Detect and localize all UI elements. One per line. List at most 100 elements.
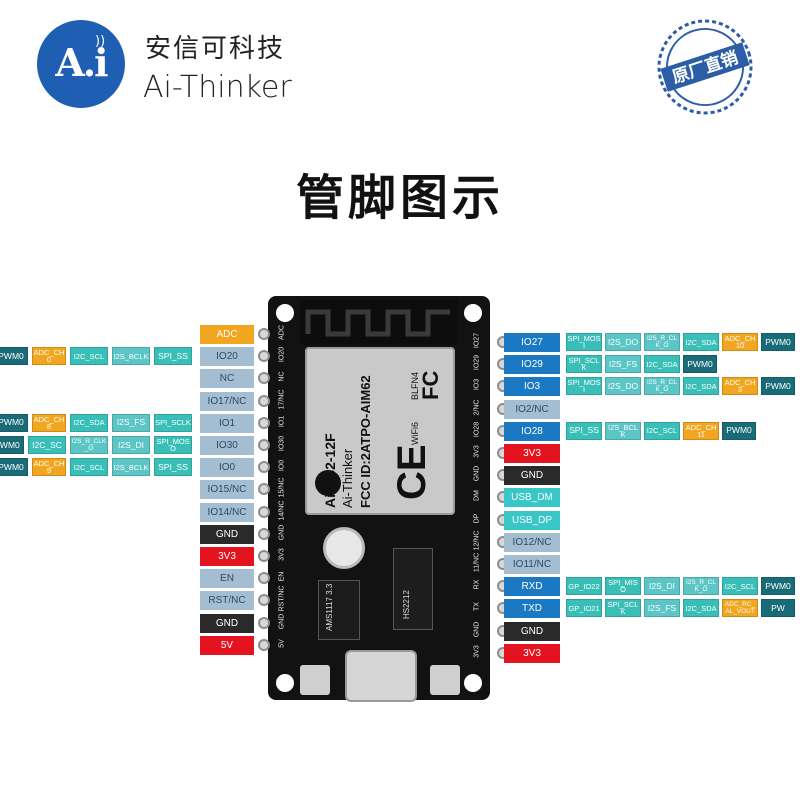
function-chip: SPI_MOSO xyxy=(154,436,192,454)
usb-uart-label: HS2212 xyxy=(402,590,411,619)
chip-label: I2C_SCL xyxy=(646,426,678,436)
chip-label: PWM0 xyxy=(0,461,24,472)
module-logo xyxy=(315,470,341,496)
chip-label: I2S_BCLK xyxy=(607,422,639,439)
pin-label: USB_DM xyxy=(504,488,560,508)
chip-label: I2S_DO xyxy=(607,380,639,391)
function-chip: PWM0 xyxy=(0,413,28,432)
chip-label: I2S_R_CLK_O xyxy=(686,579,716,594)
function-chip: GP_IO22 xyxy=(566,577,602,596)
pin-label: IO14/NC xyxy=(200,502,254,522)
function-chip: SPI_SCLK xyxy=(566,355,602,374)
function-chip: SPI_SS xyxy=(154,347,192,366)
factory-direct-stamp: 原厂直销 xyxy=(657,19,753,115)
function-chip: SPI_SCLK xyxy=(605,599,641,618)
logo-circle: )) A.i xyxy=(37,20,125,108)
chip-label: SPI_SCLK xyxy=(568,356,600,373)
silk-label: 3V3 xyxy=(473,645,481,658)
header-pin xyxy=(258,616,270,629)
function-chip: I2S_FS xyxy=(605,355,641,374)
chip-label: GP_IO21 xyxy=(568,603,600,613)
function-chip: PWM0 xyxy=(722,421,756,440)
function-chip: I2C_SCL xyxy=(70,458,108,477)
mount-hole xyxy=(464,304,482,322)
chip-label: ADC_CH9 xyxy=(33,459,65,476)
pin-label: NC xyxy=(200,369,254,389)
function-chip: I2S_FS xyxy=(112,413,150,432)
module-wifi: WiFi6 xyxy=(410,422,420,445)
chip-label: I2C_SDA xyxy=(73,418,105,428)
header-pin xyxy=(258,439,270,451)
chip-label: ADC_CH11 xyxy=(685,422,717,439)
header-pin xyxy=(258,550,270,562)
module-fcc: FCC ID:2ATPO-AIM62 xyxy=(358,375,373,508)
chip-label: PWM0 xyxy=(765,580,791,591)
header-pin xyxy=(258,372,270,385)
fc-mark: FC xyxy=(418,370,443,400)
header-pin xyxy=(258,572,270,585)
function-chip: I2C_SDA xyxy=(683,333,719,351)
antenna-trace xyxy=(305,309,450,337)
function-chip: I2C_SDA xyxy=(683,377,719,396)
header-pin xyxy=(258,350,270,363)
usb-uart-chip: HS2212 xyxy=(393,548,433,630)
pin-label: ADC xyxy=(200,325,254,344)
function-chip: SPI_MISO xyxy=(605,577,641,596)
pin-label: GND xyxy=(200,613,254,633)
regulator-chip: AMS1117 3.3 xyxy=(318,580,360,640)
usb-c-port xyxy=(345,650,417,702)
chip-label: I2C_SCL xyxy=(73,351,105,361)
chip-label: I2S_DI xyxy=(649,580,675,591)
function-chip: PWM0 xyxy=(761,577,795,596)
mount-hole xyxy=(464,674,482,692)
chip-label: I2C_SC xyxy=(32,439,62,450)
chip-label: SPI_SS xyxy=(158,350,188,361)
pin-label: TXD xyxy=(504,599,560,619)
mount-hole xyxy=(276,674,294,692)
chip-label: I2C_SDA xyxy=(685,337,717,347)
pin-label: GND xyxy=(200,524,254,544)
chip-label: PWM0 xyxy=(765,336,791,347)
function-chip: ADC_CH3 xyxy=(722,377,758,396)
function-chip: PWM0 xyxy=(761,333,795,351)
function-chip: PWM0 xyxy=(683,355,717,374)
pcb-antenna xyxy=(300,300,458,345)
function-chip: ADC_CH9 xyxy=(32,458,66,477)
chip-label: ADC_RC_AL_VOUT xyxy=(724,601,756,616)
pin-label: RXD xyxy=(504,577,560,597)
regulator-label: AMS1117 3.3 xyxy=(325,583,334,631)
chip-label: I2S_R_CLK_O xyxy=(71,438,107,452)
function-chip: I2S_R_CLK_O xyxy=(644,377,680,396)
pin-label: IO20 xyxy=(200,347,254,367)
function-chip: ADC_CH8 xyxy=(32,413,66,432)
function-chip: I2S_R_CLK_O xyxy=(70,436,108,454)
rgb-led xyxy=(323,527,365,569)
chip-label: PWM0 xyxy=(726,425,752,436)
function-chip: ADC_CH0 xyxy=(32,347,66,366)
pin-label: IO29 xyxy=(504,355,560,375)
chip-label: PW xyxy=(771,602,785,613)
chip-label: SPI_SS xyxy=(569,425,599,436)
chip-label: SPI_MOSI xyxy=(567,378,601,395)
header-pin xyxy=(258,505,270,518)
function-chip: SPI_SCLK xyxy=(154,413,192,432)
ce-mark: CE xyxy=(390,444,434,500)
function-chip: I2C_SDA xyxy=(683,599,719,618)
function-chip: PW xyxy=(761,599,795,618)
pin-label: IO28 xyxy=(504,421,560,441)
chip-label: I2S_DI xyxy=(118,439,144,450)
chip-label: I2C_SCL xyxy=(724,581,756,591)
function-chip: I2S_BCLK xyxy=(112,458,150,477)
chip-label: SPI_MOSI xyxy=(567,334,601,350)
header-pin xyxy=(258,483,270,496)
chip-label: I2C_SDA xyxy=(685,603,717,613)
chip-label: ADC_CH3 xyxy=(724,378,756,395)
function-chip: I2C_SCL xyxy=(722,577,758,596)
function-chip: I2C_SDA xyxy=(70,413,108,432)
chip-label: I2C_SCL xyxy=(73,462,105,472)
header-pin xyxy=(258,416,270,429)
chip-label: I2S_BCLK xyxy=(113,462,149,472)
header-pin xyxy=(258,461,270,474)
pin-label: IO11/NC xyxy=(504,555,560,574)
pin-label: 3V3 xyxy=(504,643,560,663)
